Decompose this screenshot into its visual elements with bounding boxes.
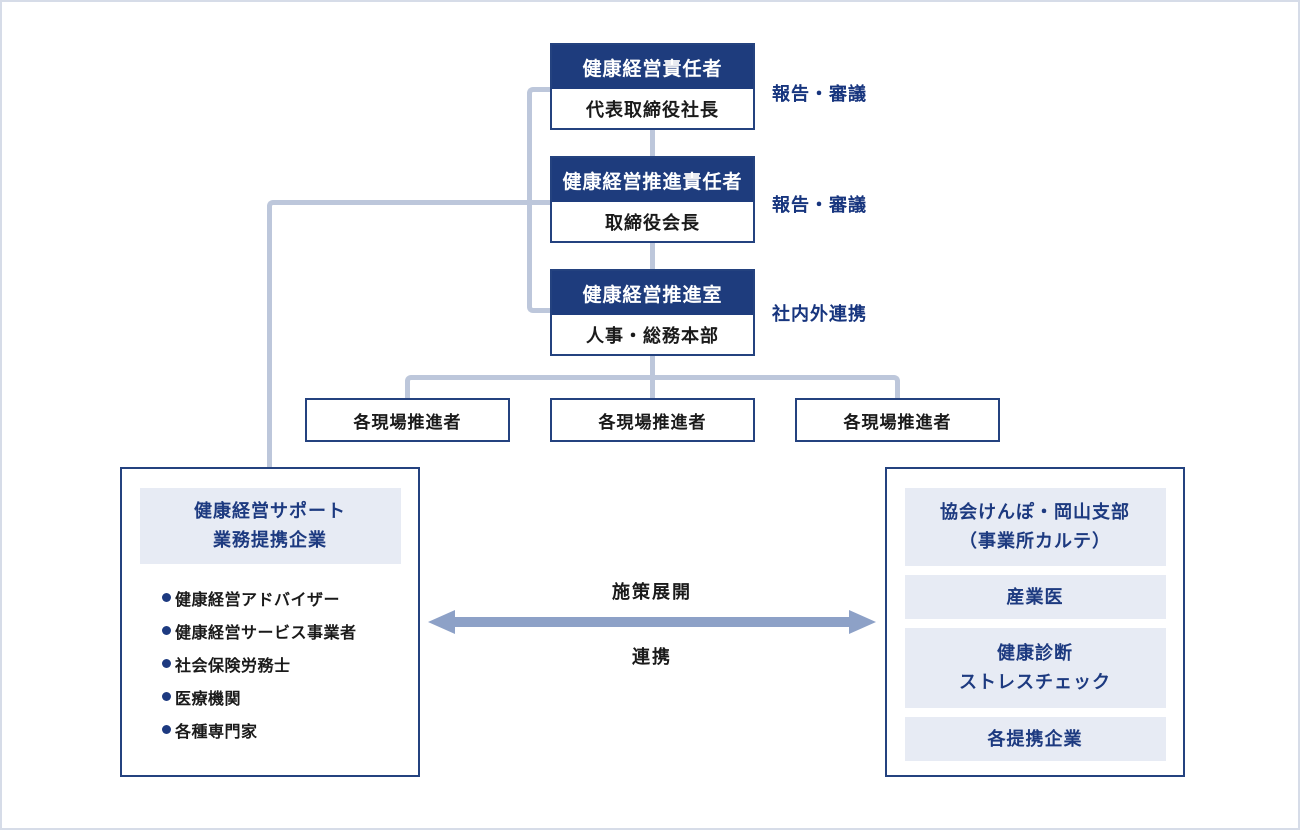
org-box-health-management-officer: 健康経営責任者 代表取締役社長 — [550, 43, 755, 130]
list-item: 社会保険労務士 — [162, 647, 357, 680]
bullet-icon — [162, 692, 171, 701]
band-line2: （事業所カルテ） — [959, 531, 1111, 552]
panel-title: 健康経営サポート 業務提携企業 — [139, 488, 401, 564]
connector-vertical-2 — [650, 241, 655, 271]
list-item: 健康経営サービス事業者 — [162, 614, 357, 647]
bullet-icon — [162, 593, 171, 602]
arrow-label-policy-deployment: 施策展開 — [612, 582, 692, 603]
list-item: 健康経営アドバイザー — [162, 581, 357, 614]
org-box-person: 代表取締役社長 — [586, 99, 719, 121]
band-kyokai-kenpo: 協会けんぽ・岡山支部 （事業所カルテ） — [904, 488, 1166, 566]
panel-title-line1: 健康経営サポート — [194, 501, 346, 522]
list-item-label: 各種専門家 — [175, 721, 258, 741]
bidirectional-arrow — [452, 617, 852, 627]
list-item: 医療機関 — [162, 680, 357, 713]
org-box-person: 人事・総務本部 — [586, 325, 719, 347]
arrow-label-cooperation: 連携 — [632, 647, 672, 668]
bullet-icon — [162, 725, 171, 734]
org-box-title: 健康経営推進責任者 — [552, 158, 753, 202]
band-health-checkup: 健康診断 ストレスチェック — [904, 628, 1166, 708]
org-box-promotion-officer: 健康経営推進責任者 取締役会長 — [550, 156, 755, 243]
arrow-right-icon — [849, 610, 876, 634]
bullet-icon — [162, 659, 171, 668]
connector-branch-line — [405, 375, 900, 400]
connector-vertical-1 — [650, 128, 655, 158]
org-box-title: 健康経営責任者 — [552, 45, 753, 89]
bullet-icon — [162, 626, 171, 635]
band-partner-companies: 各提携企業 — [904, 717, 1166, 761]
note-report-review-1: 報告・審議 — [772, 84, 867, 105]
note-internal-external-cooperation: 社内外連携 — [772, 304, 867, 325]
list-item: 各種専門家 — [162, 713, 357, 746]
org-box-person: 取締役会長 — [605, 212, 700, 234]
list-item-label: 健康経営アドバイザー — [175, 589, 341, 609]
band-line1: 各提携企業 — [987, 728, 1083, 750]
arrow-left-icon — [428, 610, 455, 634]
band-line1: 健康診断 — [997, 643, 1073, 664]
org-box-title: 健康経営推進室 — [552, 271, 753, 315]
org-box-promotion-office: 健康経営推進室 人事・総務本部 — [550, 269, 755, 356]
list-item-label: 社会保険労務士 — [175, 655, 291, 675]
panel-support-partner-companies: 健康経営サポート 業務提携企業 健康経営アドバイザー 健康経営サービス事業者 社… — [120, 467, 420, 777]
band-occupational-physician: 産業医 — [904, 575, 1166, 619]
panel-title-line2: 業務提携企業 — [213, 530, 327, 551]
band-line1: 産業医 — [1006, 586, 1064, 608]
note-report-review-2: 報告・審議 — [772, 195, 867, 216]
field-promoter-box-3: 各現場推進者 — [795, 398, 1000, 442]
list-item-label: 医療機関 — [175, 688, 242, 708]
field-promoter-box-2: 各現場推進者 — [550, 398, 755, 442]
list-item-label: 健康経営サービス事業者 — [175, 622, 357, 642]
band-line2: ストレスチェック — [959, 672, 1111, 693]
partner-list: 健康経営アドバイザー 健康経営サービス事業者 社会保険労務士 医療機関 各種専門… — [162, 581, 357, 746]
field-promoter-box-1: 各現場推進者 — [305, 398, 510, 442]
connector-left-panel-line — [267, 200, 551, 468]
band-line1: 協会けんぽ・岡山支部 — [940, 502, 1130, 523]
panel-external-partners: 協会けんぽ・岡山支部 （事業所カルテ） 産業医 健康診断 ストレスチェック 各提… — [885, 467, 1185, 777]
